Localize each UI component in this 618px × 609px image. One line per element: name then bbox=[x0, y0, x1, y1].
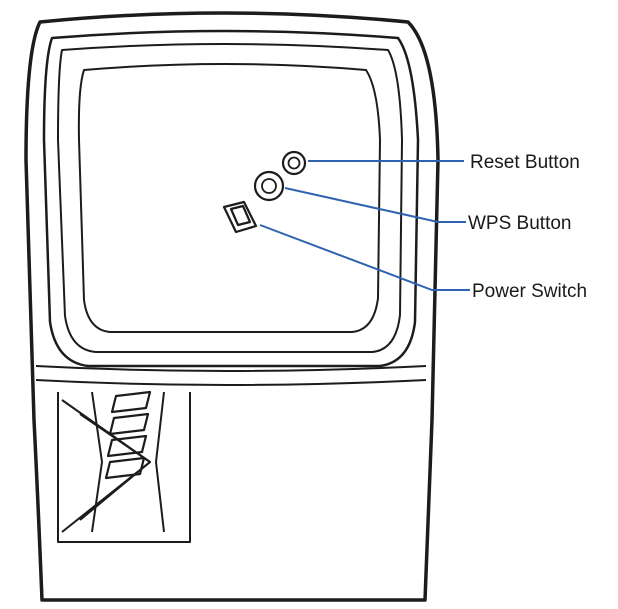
wps-button-label: WPS Button bbox=[468, 213, 572, 234]
power-switch bbox=[222, 200, 258, 234]
reset-button-core bbox=[287, 156, 301, 170]
lower-band-bottom bbox=[35, 379, 427, 386]
vent-slat bbox=[110, 390, 152, 414]
lower-band-top bbox=[35, 365, 427, 372]
vent-slats bbox=[104, 390, 152, 480]
vent-frame-left bbox=[91, 391, 103, 533]
vent-slat bbox=[108, 412, 150, 436]
vent-slat bbox=[104, 456, 146, 480]
wps-leader-line bbox=[284, 187, 466, 223]
leader-lines bbox=[259, 160, 470, 291]
top-face-frame bbox=[42, 29, 420, 368]
reset-button-label: Reset Button bbox=[470, 152, 580, 173]
router-body bbox=[24, 11, 440, 602]
router-outer-outline bbox=[24, 11, 440, 602]
wps-button-core bbox=[261, 178, 277, 194]
top-face-inner-frame bbox=[57, 43, 403, 353]
vent-arrow-outer bbox=[61, 399, 151, 533]
power-switch-label: Power Switch bbox=[472, 281, 587, 302]
vent-frame-right bbox=[155, 391, 165, 533]
reset-button-ring bbox=[281, 150, 307, 176]
vent-bezel bbox=[57, 392, 191, 543]
power-switch-body bbox=[222, 200, 258, 234]
wps-button-ring bbox=[253, 170, 285, 202]
top-face-panel bbox=[77, 63, 381, 333]
reset-button bbox=[281, 150, 307, 176]
vent-arrow-inner bbox=[79, 413, 151, 521]
vent-slat bbox=[106, 434, 148, 458]
power-switch-toggle bbox=[229, 204, 252, 227]
power-leader-line bbox=[259, 224, 470, 291]
controls bbox=[222, 150, 307, 234]
wps-button bbox=[253, 170, 285, 202]
